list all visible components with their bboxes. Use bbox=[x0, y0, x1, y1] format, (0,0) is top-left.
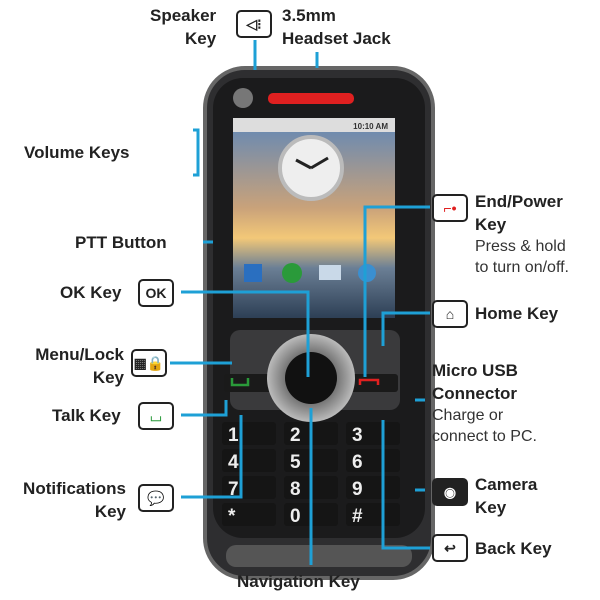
label-desc: Charge or bbox=[432, 407, 504, 424]
keypad-key-label: # bbox=[352, 506, 363, 527]
keypad-key-label: 2 bbox=[290, 425, 301, 446]
label-desc: Press & hold bbox=[475, 238, 566, 255]
navigation-key-label: Navigation Key bbox=[237, 572, 360, 591]
keypad-key-label: 0 bbox=[290, 506, 301, 527]
label-line: Notifications bbox=[23, 479, 126, 498]
keypad-key-label: 6 bbox=[352, 452, 363, 473]
label-line: End/Power bbox=[475, 192, 563, 211]
talk-icon: ⌴ bbox=[138, 402, 174, 430]
label-line: Key bbox=[475, 498, 507, 517]
label-line: Micro USB bbox=[432, 361, 518, 380]
label-line: Camera bbox=[475, 475, 538, 494]
keypad-key bbox=[222, 422, 276, 445]
home-key-label: Home Key bbox=[475, 304, 559, 323]
label-line: Headset Jack bbox=[282, 29, 391, 48]
keypad-key-label: 9 bbox=[352, 479, 363, 500]
keypad-key-label: * bbox=[228, 506, 236, 527]
status-time: 10:10 AM bbox=[353, 122, 388, 131]
keypad-key bbox=[346, 476, 400, 499]
keypad-key-label: 8 bbox=[290, 479, 301, 500]
talk-key-label: Talk Key bbox=[52, 406, 121, 425]
label-line: Connector bbox=[432, 384, 517, 403]
end-key bbox=[348, 374, 398, 392]
leader-lines bbox=[170, 40, 430, 565]
earpiece bbox=[268, 93, 354, 104]
keypad-key bbox=[222, 503, 276, 526]
keypad-key bbox=[346, 503, 400, 526]
ok-key-label: OK Key bbox=[60, 283, 122, 302]
keypad-key bbox=[222, 476, 276, 499]
camera-icon: ◉ bbox=[432, 478, 468, 506]
label-desc: connect to PC. bbox=[432, 428, 537, 445]
notifications-icon: 💬 bbox=[138, 484, 174, 512]
label-line: Speaker bbox=[150, 6, 217, 25]
label-line: Key bbox=[184, 29, 217, 48]
keypad-key-label: 7 bbox=[228, 479, 239, 500]
back-key-label: Back Key bbox=[475, 539, 552, 558]
keypad-key bbox=[222, 449, 276, 472]
end-power-icon: ⌐• bbox=[432, 194, 468, 222]
ok-icon: OK bbox=[138, 279, 174, 307]
label-line: Menu/Lock bbox=[35, 345, 124, 364]
motorola-logo bbox=[233, 88, 253, 108]
keypad-key-label: 5 bbox=[290, 452, 301, 473]
label-line: Key bbox=[475, 215, 507, 234]
label-line: 3.5mm bbox=[282, 6, 336, 25]
ok-key bbox=[285, 352, 337, 404]
ptt-button-label: PTT Button bbox=[75, 233, 167, 252]
label-line: Key bbox=[94, 502, 126, 521]
label-line: Key bbox=[92, 368, 124, 387]
keypad-key-label: 3 bbox=[352, 425, 363, 446]
keypad-key-label: 1 bbox=[228, 425, 239, 446]
volume-keys-label: Volume Keys bbox=[24, 143, 130, 162]
label-desc: to turn on/off. bbox=[475, 259, 569, 276]
speaker-icon: ◁⁝ bbox=[236, 10, 272, 38]
menu-lock-icon: ▦🔒 bbox=[131, 349, 167, 377]
keypad-key bbox=[346, 449, 400, 472]
home-icon: ⌂ bbox=[432, 300, 468, 328]
back-icon: ↩ bbox=[432, 534, 468, 562]
keypad-key bbox=[346, 422, 400, 445]
keypad-key-label: 4 bbox=[228, 452, 239, 473]
